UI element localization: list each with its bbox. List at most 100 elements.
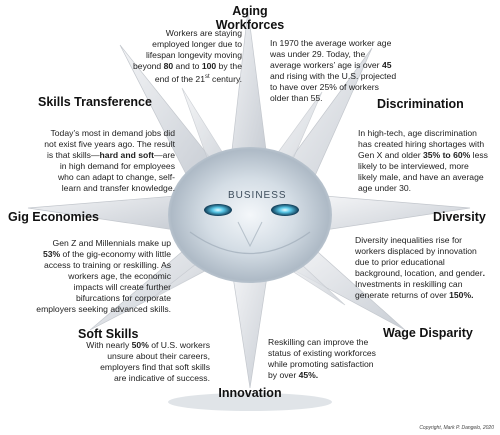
text-segment: while promoting satisfaction bbox=[268, 359, 374, 369]
text-line: Diversity inequalities rise for bbox=[355, 235, 500, 246]
text-line: background, location, and gender. bbox=[355, 268, 500, 279]
text-segment: average workers’ age is over bbox=[270, 60, 382, 70]
text-line: generate returns of over 150%. bbox=[355, 290, 500, 301]
text-line: was under 29. Today, the bbox=[270, 49, 410, 60]
text-segment: generate returns of over bbox=[355, 290, 450, 300]
highlight-value: hard and soft bbox=[99, 150, 154, 160]
text-segment: Reskilling can improve the bbox=[268, 337, 369, 347]
text-line: Investments in reskilling can bbox=[355, 279, 500, 290]
text-line: access to training or reskilling. As bbox=[4, 260, 171, 271]
text-line: likely male, and have an average bbox=[358, 172, 500, 183]
text-line: likely to be interviewed, more bbox=[358, 161, 500, 172]
text-line: are indicative of success. bbox=[60, 373, 210, 384]
ray-bottom bbox=[231, 269, 269, 389]
text-line: by over 45%. bbox=[268, 370, 398, 381]
text-line: to have over 25% of workers bbox=[270, 82, 410, 93]
text-segment: and rising with the U.S. projected bbox=[270, 71, 397, 81]
aging-title-line: Workforces bbox=[215, 18, 285, 32]
text-segment: Gen Z and Millennials make up bbox=[52, 238, 171, 248]
text-line: average workers’ age is over 45 bbox=[270, 60, 410, 71]
gig-economies-title: Gig Economies bbox=[8, 210, 99, 224]
text-segment: beyond bbox=[133, 61, 164, 71]
text-line: Gen Z and Millennials make up bbox=[4, 238, 171, 249]
text-segment: access to training or reskilling. As bbox=[43, 260, 171, 270]
text-segment: In 1970 the average worker age bbox=[270, 38, 392, 48]
text-segment: lifespan longevity moving bbox=[145, 50, 242, 60]
skills-transference-title: Skills Transference bbox=[38, 95, 152, 109]
text-line: workers age, the economic bbox=[4, 271, 171, 282]
text-segment: employed longer due to bbox=[152, 39, 242, 49]
text-segment: employers seeking advanced skills. bbox=[36, 304, 171, 314]
copyright-credit: Copyright, Mark P. Dangelo, 2020 bbox=[419, 425, 494, 431]
text-segment: —are bbox=[153, 150, 175, 160]
highlight-value: . bbox=[482, 268, 485, 278]
soft-skills-title: Soft Skills bbox=[78, 327, 139, 341]
text-segment: less bbox=[470, 150, 488, 160]
text-segment: in high demand for employees bbox=[59, 161, 175, 171]
text-segment: due to prior educational bbox=[355, 257, 445, 267]
text-segment: by the bbox=[216, 61, 242, 71]
text-segment: and to bbox=[173, 61, 202, 71]
text-segment: has created hiring shortages with bbox=[358, 139, 485, 149]
text-segment: end of the 21 bbox=[154, 73, 205, 84]
star-rays bbox=[27, 9, 471, 389]
text-segment: Investments in reskilling can bbox=[355, 279, 463, 289]
text-segment: bifurcations for corporate bbox=[75, 293, 171, 303]
text-segment: impacts will create further bbox=[73, 282, 171, 292]
innovation-title: Innovation bbox=[218, 386, 282, 400]
highlight-value: 50% bbox=[131, 340, 149, 350]
text-line: employers find that soft skills bbox=[60, 362, 210, 373]
text-line: bifurcations for corporate bbox=[4, 293, 171, 304]
text-segment: workers age, the economic bbox=[68, 271, 171, 281]
text-line: in high demand for employees bbox=[8, 161, 175, 172]
text-segment: older than 55. bbox=[270, 93, 323, 103]
text-line: employers seeking advanced skills. bbox=[4, 304, 171, 315]
diversity-title: Diversity bbox=[433, 210, 486, 224]
text-line: beyond 80 and to 100 by the bbox=[102, 61, 242, 72]
text-segment: employers find that soft skills bbox=[100, 362, 210, 372]
text-line: unsure about their careers, bbox=[60, 351, 210, 362]
text-line: older than 55. bbox=[270, 93, 410, 104]
bottom-shadow bbox=[168, 393, 332, 411]
text-line: impacts will create further bbox=[4, 282, 171, 293]
text-line: Workers are staying bbox=[102, 28, 242, 39]
text-segment: In high-tech, age discrimination bbox=[358, 128, 477, 138]
text-segment: st bbox=[205, 74, 210, 80]
right-eye bbox=[271, 204, 299, 216]
highlight-value: 80 bbox=[163, 61, 174, 71]
text-segment: age under 30. bbox=[358, 183, 412, 193]
discrimination-title: Discrimination bbox=[377, 97, 464, 111]
text-segment: who can adapt to change, self- bbox=[57, 172, 175, 182]
text-segment: is that skills— bbox=[47, 150, 100, 160]
text-segment: of the gig-economy with little bbox=[60, 249, 171, 259]
text-line: status of existing workforces bbox=[268, 348, 398, 359]
text-line: In high-tech, age discrimination bbox=[358, 128, 500, 139]
highlight-value: 100 bbox=[201, 61, 217, 71]
text-line: end of the 21st century. bbox=[102, 72, 242, 85]
text-segment: are indicative of success. bbox=[113, 373, 210, 383]
text-segment: by over bbox=[268, 370, 299, 380]
text-line: who can adapt to change, self- bbox=[8, 172, 175, 183]
text-segment: Workers are staying bbox=[165, 28, 242, 38]
text-segment: unsure about their careers, bbox=[107, 351, 210, 361]
center-face bbox=[168, 147, 332, 283]
text-segment: Diversity inequalities rise for bbox=[355, 235, 462, 245]
text-line: Gen X and older 35% to 60% less bbox=[358, 150, 500, 161]
text-segment: status of existing workforces bbox=[268, 348, 376, 358]
highlight-value: 53% bbox=[42, 249, 61, 259]
highlight-value: 35% to 60% bbox=[422, 150, 471, 160]
text-line: Reskilling can improve the bbox=[268, 337, 398, 348]
text-segment: likely male, and have an average bbox=[358, 172, 484, 182]
text-line: and rising with the U.S. projected bbox=[270, 71, 410, 82]
text-line: employed longer due to bbox=[102, 39, 242, 50]
highlight-value: 150%. bbox=[449, 290, 474, 300]
text-line: not exist five years ago. The result bbox=[8, 139, 175, 150]
